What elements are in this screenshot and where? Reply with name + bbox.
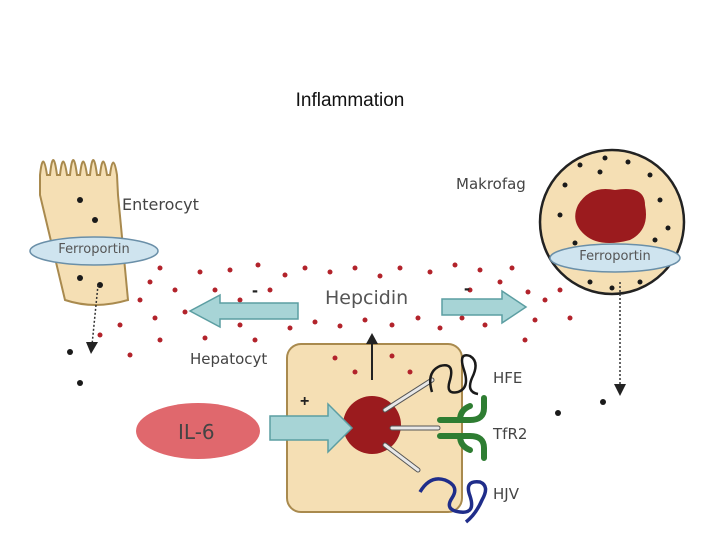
hepcidin-particles bbox=[97, 262, 573, 358]
enterocyte-ferroportin-label: Ferroportin bbox=[58, 242, 130, 257]
hfe-receptor bbox=[429, 354, 479, 396]
hepcidin-label: Hepcidin bbox=[325, 287, 409, 309]
macrophage-ferroportin-label: Ferroportin bbox=[579, 249, 651, 264]
hjv-label: HJV bbox=[493, 485, 519, 503]
enterocyte-cell bbox=[39, 159, 130, 354]
stimulation-sign: + bbox=[300, 393, 310, 410]
hjv-receptor bbox=[418, 477, 488, 524]
il6-label: IL-6 bbox=[178, 420, 215, 444]
tfr2-label: TfR2 bbox=[493, 425, 528, 443]
il6-cytokine bbox=[136, 403, 260, 459]
macrophage-label: Makrofag bbox=[456, 175, 526, 193]
enterocyte-ferroportin bbox=[29, 236, 159, 266]
il6-stimulation-arrow bbox=[269, 402, 354, 454]
hepcidin-arrow-left bbox=[188, 293, 299, 329]
hepcidin-arrow-right bbox=[441, 289, 528, 325]
inhibition-sign-right: - bbox=[464, 278, 470, 298]
inhibition-sign-left: - bbox=[252, 280, 258, 300]
macrophage-cell bbox=[538, 148, 686, 396]
iron-particles bbox=[67, 349, 606, 416]
enterocyte-label: Enterocyt bbox=[122, 195, 199, 214]
hfe-label: HFE bbox=[493, 369, 523, 387]
tfr2-receptor bbox=[437, 395, 487, 461]
diagram-title: Inflammation bbox=[295, 90, 405, 111]
macrophage-ferroportin bbox=[549, 243, 681, 273]
hepatocyte-label: Hepatocyt bbox=[190, 350, 268, 368]
hepatocyte-cell bbox=[286, 333, 463, 513]
